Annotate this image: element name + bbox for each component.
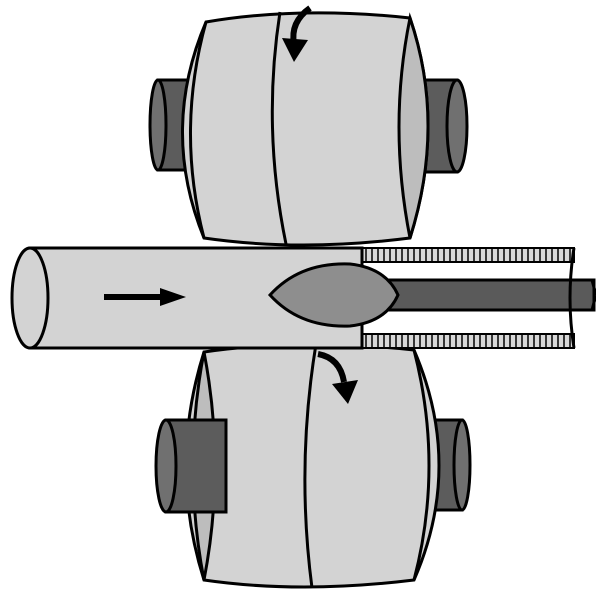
piercing-plug	[267, 262, 400, 328]
upper-roll-side-face	[397, 12, 430, 239]
lower-roll-right-band	[412, 349, 431, 581]
upper-roll-body	[181, 11, 430, 247]
upper-roll-rotation-arrow	[282, 5, 312, 62]
mandrel-bar	[378, 278, 596, 312]
pierced-tube-bottom-hatch	[365, 335, 571, 347]
upper-roll-right-shaft	[403, 78, 469, 174]
solid-billet	[10, 246, 364, 350]
pierced-tube	[361, 247, 576, 349]
pierced-tube-top-hatch	[365, 249, 571, 261]
lower-roll-groove	[303, 343, 318, 589]
upper-roll-left-band	[188, 21, 208, 239]
lower-roll-left-shaft	[154, 418, 228, 514]
feed-direction-arrow	[104, 288, 186, 306]
lower-roll	[154, 342, 472, 589]
lower-roll-rotation-arrow	[317, 351, 358, 404]
upper-roll-groove	[270, 11, 288, 245]
upper-roll	[148, 5, 469, 247]
